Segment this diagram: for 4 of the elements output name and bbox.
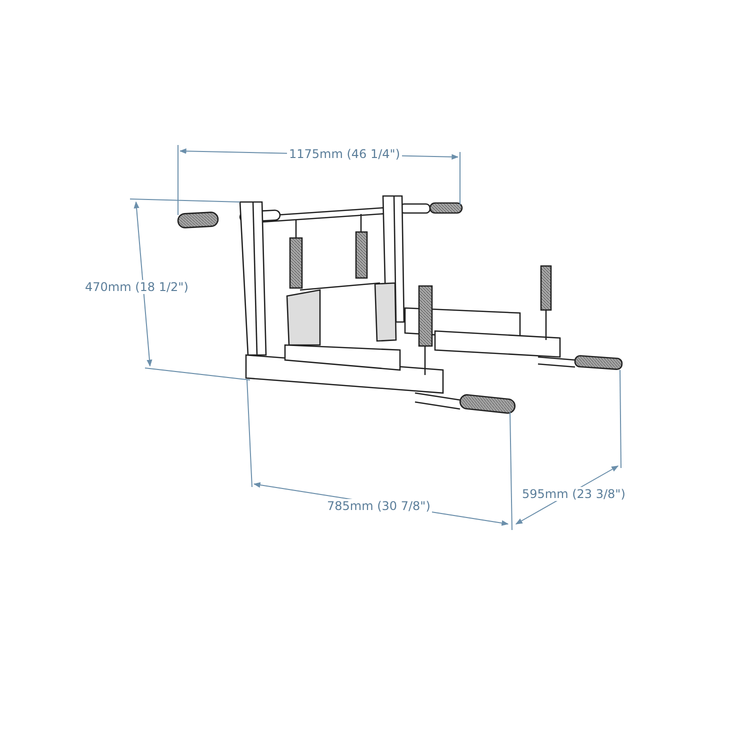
dimension-label: 470mm (18 1/2") <box>83 280 190 294</box>
dimension-label: 1175mm (46 1/4") <box>287 147 402 161</box>
dimension-label: 785mm (30 7/8") <box>325 499 432 513</box>
dimension-label: 595mm (23 3/8") <box>520 487 628 501</box>
